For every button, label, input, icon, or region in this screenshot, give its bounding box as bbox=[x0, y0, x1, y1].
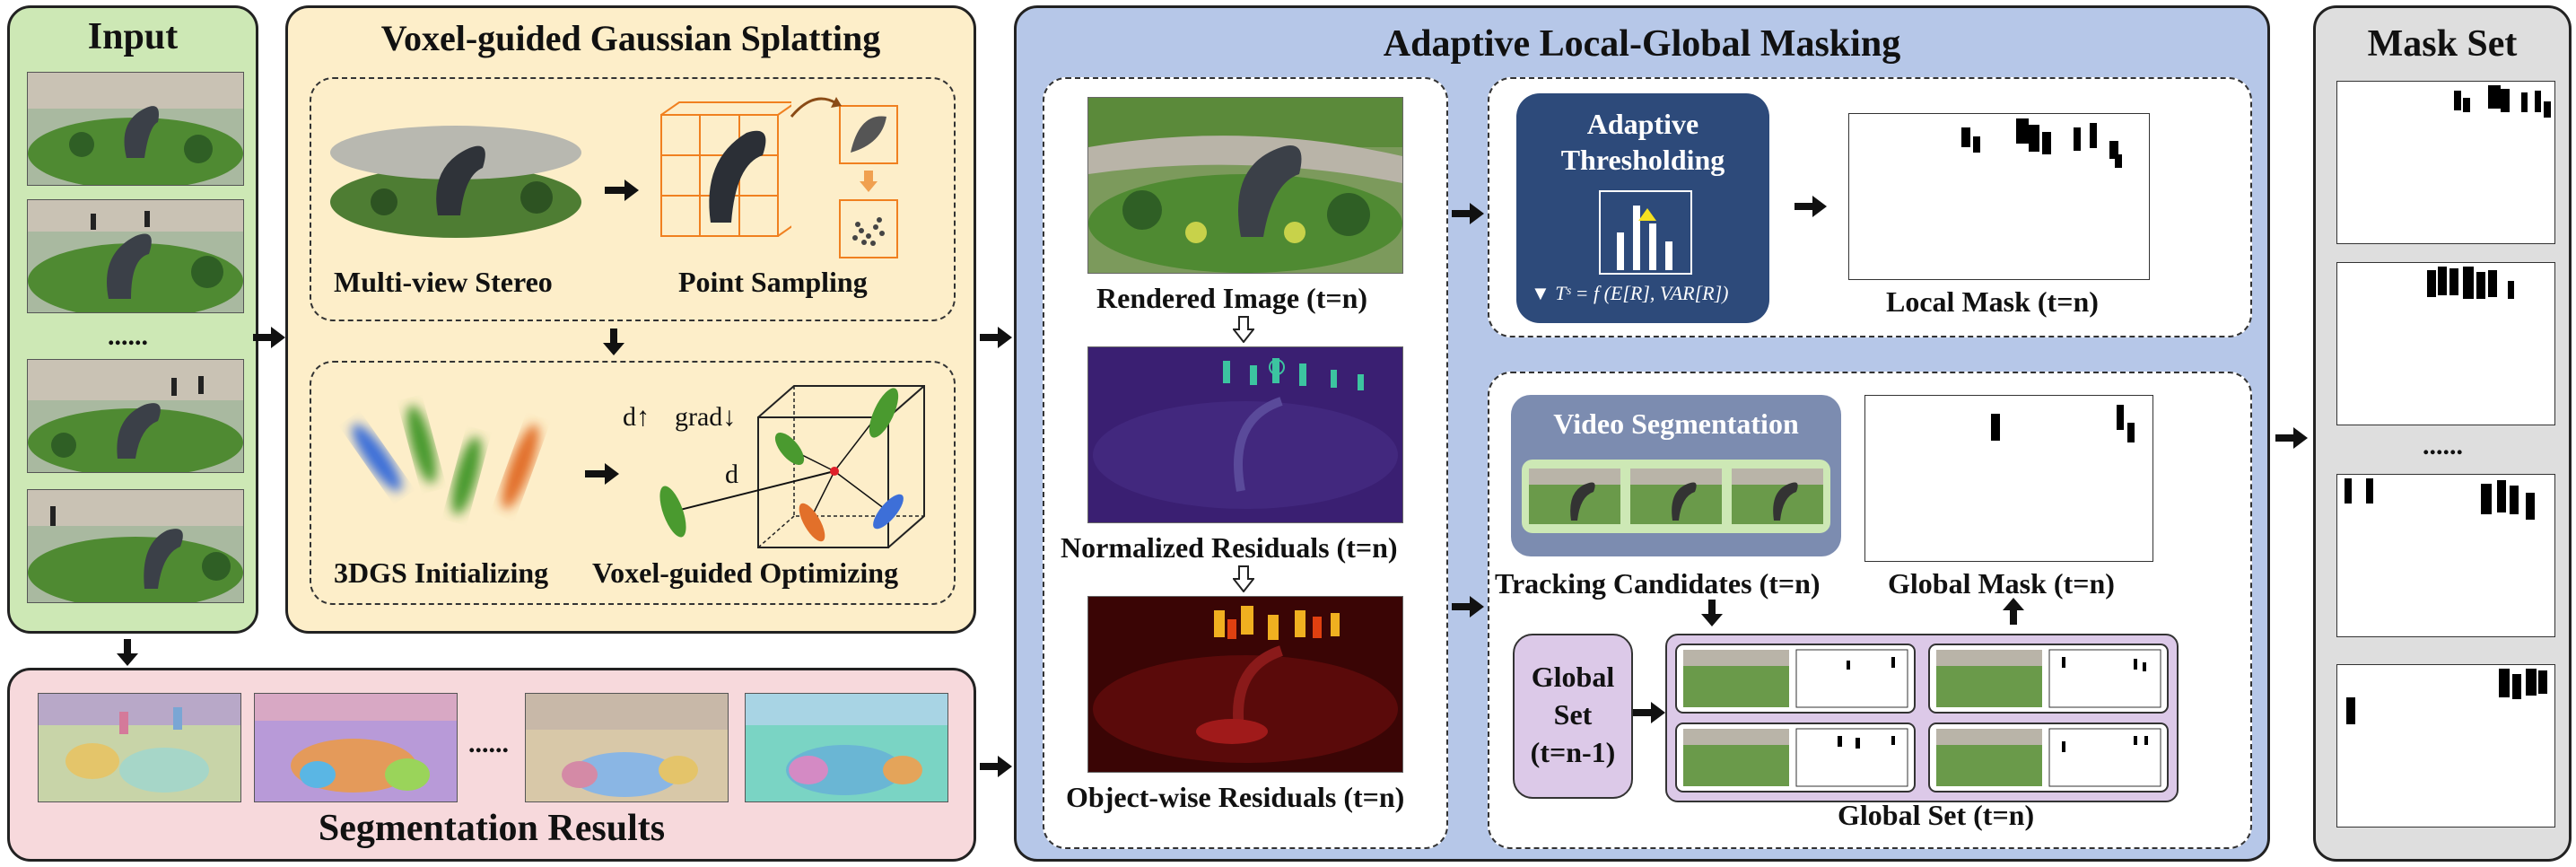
video-frames bbox=[1522, 460, 1830, 533]
arrow-voxel-to-masking bbox=[980, 327, 1012, 348]
hollow-arrow-2-icon bbox=[1233, 565, 1254, 592]
grad-down-label: grad↓ bbox=[675, 402, 737, 432]
mvs-label: Multi-view Stereo bbox=[334, 266, 553, 298]
maskset-mask-2 bbox=[2336, 262, 2555, 425]
threshold-formula: ▼ Tˢ = f (E[R], VAR[R]) bbox=[1531, 282, 1729, 304]
global-set-prev-2: Set bbox=[1553, 698, 1593, 731]
rendered-image bbox=[1087, 97, 1403, 274]
init-label: 3DGS Initializing bbox=[334, 556, 549, 589]
normalized-residuals bbox=[1087, 346, 1403, 523]
histogram-icon bbox=[1599, 190, 1692, 275]
voxel-title: Voxel-guided Gaussian Splatting bbox=[380, 18, 881, 58]
sampling-label: Point Sampling bbox=[678, 266, 868, 298]
d-label: d bbox=[725, 460, 738, 489]
opt-box bbox=[310, 361, 956, 605]
maskset-mask-1 bbox=[2336, 81, 2555, 244]
input-frame-1 bbox=[27, 72, 244, 186]
arrow-masking-to-maskset bbox=[2275, 427, 2308, 449]
maskset-mask-4 bbox=[2336, 664, 2555, 828]
local-mask-image bbox=[1848, 113, 2150, 280]
input-ellipsis: ...... bbox=[108, 321, 148, 351]
mvs-box bbox=[310, 77, 956, 321]
video-seg-title: Video Segmentation bbox=[1553, 407, 1799, 440]
sampled-voxel-1 bbox=[833, 99, 904, 171]
input-frame-4 bbox=[27, 489, 244, 603]
normalized-label: Normalized Residuals (t=n) bbox=[1061, 531, 1398, 564]
objectwise-residuals bbox=[1087, 596, 1403, 773]
sampled-voxel-2 bbox=[833, 193, 904, 265]
segmentation-title: Segmentation Results bbox=[318, 808, 666, 849]
opt-label: Voxel-guided Optimizing bbox=[592, 556, 899, 589]
arrow-mvs-to-opt bbox=[603, 328, 624, 355]
arrow-to-global-mask bbox=[2003, 598, 2024, 625]
maskset-ellipsis: ...... bbox=[2423, 431, 2463, 460]
adaptive-title-1: Adaptive bbox=[1586, 108, 1699, 140]
local-mask-label: Local Mask (t=n) bbox=[1886, 285, 2099, 318]
gaussian-blobs bbox=[332, 395, 556, 547]
input-frame-3 bbox=[27, 359, 244, 473]
global-set-prev-1: Global bbox=[1531, 661, 1615, 693]
arrow-input-to-voxel bbox=[253, 327, 285, 348]
d-up-label: d↑ bbox=[623, 402, 650, 432]
global-set-now-box bbox=[1665, 634, 2179, 802]
adaptive-title-2: Thresholding bbox=[1560, 144, 1725, 176]
global-mask-label: Global Mask (t=n) bbox=[1888, 567, 2115, 600]
masking-title: Adaptive Local-Global Masking bbox=[1383, 23, 1901, 65]
voxel-grid bbox=[648, 97, 791, 250]
global-mask-image bbox=[1864, 395, 2153, 562]
maskset-mask-3 bbox=[2336, 474, 2555, 637]
adaptive-thresholding-box: Adaptive Thresholding ▼ Tˢ = f (E[R], VA… bbox=[1516, 93, 1769, 323]
tracking-label: Tracking Candidates (t=n) bbox=[1495, 567, 1821, 600]
seg-result-2 bbox=[254, 693, 458, 802]
arrow-input-to-seg bbox=[117, 639, 138, 666]
arrow-seg-to-masking bbox=[980, 756, 1012, 777]
maskset-title: Mask Set bbox=[2367, 23, 2518, 65]
seg-ellipsis: ...... bbox=[468, 729, 509, 758]
seg-result-3 bbox=[525, 693, 729, 802]
arrow-to-adaptive bbox=[1452, 203, 1484, 224]
seg-result-4 bbox=[745, 693, 948, 802]
global-set-prev-box: Global Set (t=n-1) bbox=[1513, 634, 1633, 799]
down-arrow-sample-icon bbox=[860, 171, 878, 192]
arrow-adaptive-to-local bbox=[1794, 196, 1827, 217]
arrow-tracking-down bbox=[1701, 600, 1723, 626]
arrow-mvs-to-sampling bbox=[605, 180, 639, 201]
voxel-cube bbox=[655, 377, 933, 556]
global-set-now-label: Global Set (t=n) bbox=[1838, 799, 2035, 831]
arrow-prev-to-now bbox=[1633, 702, 1665, 723]
input-frame-2 bbox=[27, 199, 244, 313]
objectwise-label: Object-wise Residuals (t=n) bbox=[1066, 781, 1405, 813]
mvs-pointcloud bbox=[330, 117, 581, 242]
hollow-arrow-1-icon bbox=[1233, 316, 1254, 343]
global-set-prev-3: (t=n-1) bbox=[1530, 736, 1616, 768]
curve-arrow-icon bbox=[790, 90, 843, 126]
seg-result-1 bbox=[38, 693, 241, 802]
arrow-init-to-opt bbox=[585, 463, 619, 485]
video-segmentation-box: Video Segmentation bbox=[1511, 395, 1841, 556]
rendered-label: Rendered Image (t=n) bbox=[1096, 282, 1368, 314]
input-title: Input bbox=[87, 16, 179, 57]
arrow-to-global bbox=[1452, 596, 1484, 617]
